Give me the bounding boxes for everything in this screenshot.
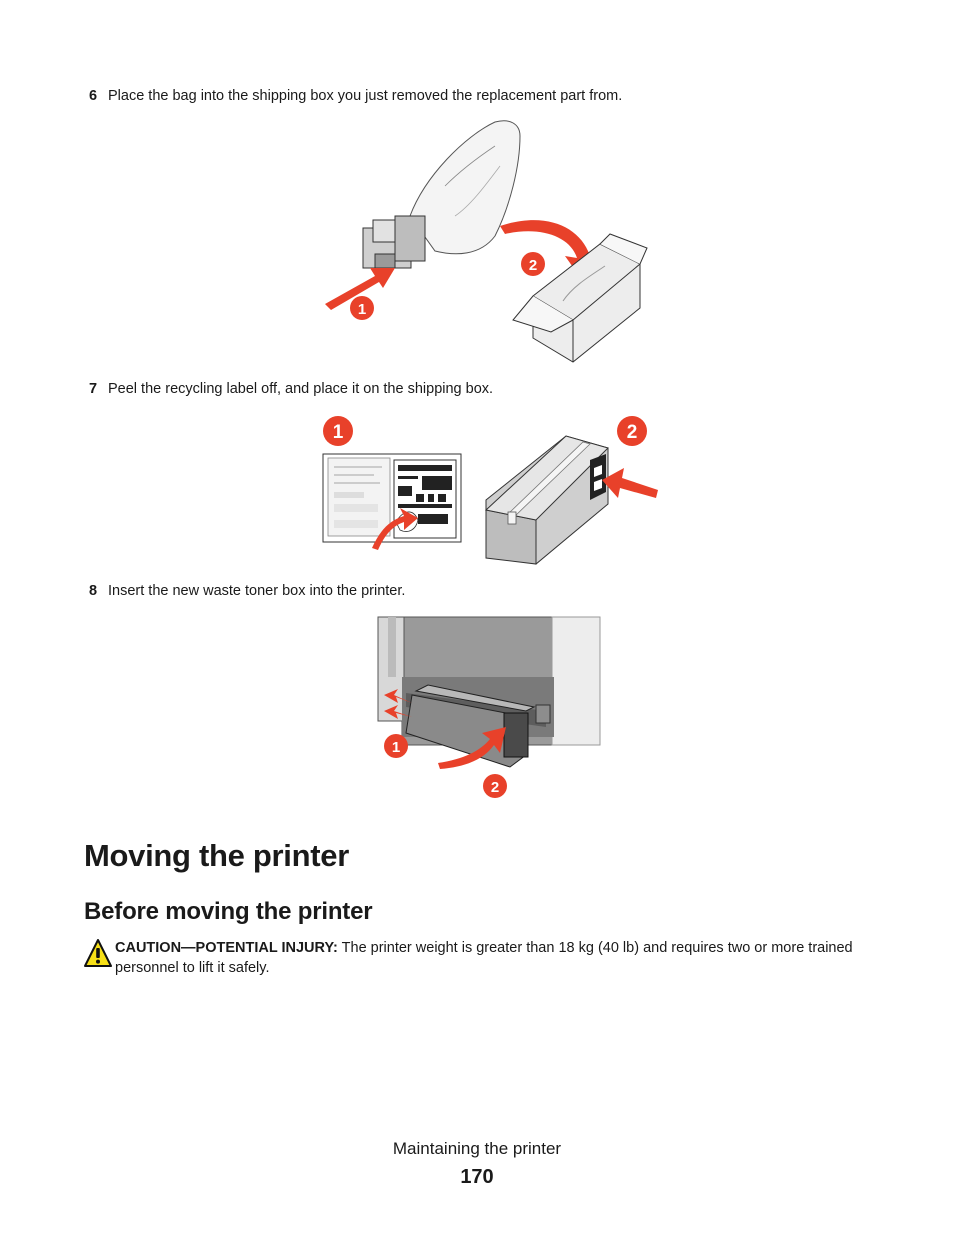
figure-recycling-label: 1 2 (318, 412, 663, 572)
waste-toner-part (362, 215, 426, 269)
waste-toner-box (405, 684, 551, 768)
plastic-bag (409, 120, 521, 255)
section-title: Moving the printer (84, 838, 349, 873)
arrow-1a (384, 689, 412, 703)
step-text: Insert the new waste toner box into the … (108, 583, 406, 599)
callout-2: 2 (529, 257, 537, 274)
caution-text: CAUTION—POTENTIAL INJURY: The printer we… (115, 938, 864, 978)
arrow-2 (438, 727, 506, 769)
step-number: 8 (89, 583, 98, 599)
shipping-box (512, 233, 648, 363)
arrow-1 (325, 268, 395, 310)
arrow-2 (602, 468, 658, 498)
step-text: Peel the recycling label off, and place … (108, 381, 494, 397)
step-6: 6 Place the bag into the shipping box you… (89, 87, 622, 105)
step-number: 6 (89, 88, 98, 104)
callout-2: 2 (627, 422, 638, 443)
step-number: 7 (89, 381, 98, 397)
figure-insert-waste-toner-box: 1 2 (376, 615, 604, 805)
warning-triangle-icon (84, 938, 112, 973)
callout-2: 2 (491, 779, 499, 796)
step-7: 7 Peel the recycling label off, and place… (89, 380, 493, 398)
arrow-1 (372, 508, 418, 550)
subsection-title: Before moving the printer (84, 898, 373, 925)
page-number: 170 (460, 1166, 494, 1188)
caution-label: CAUTION—POTENTIAL INJURY: (115, 940, 338, 956)
caution-body: The printer weight is greater than 18 kg… (115, 940, 853, 976)
step-text: Place the bag into the shipping box you … (108, 88, 623, 104)
step-8: 8 Insert the new waste toner box into the… (89, 582, 405, 600)
footer-chapter-title: Maintaining the printer (392, 1139, 562, 1158)
callout-1: 1 (358, 301, 366, 318)
figure-bag-into-box: 1 2 (315, 116, 665, 366)
recycling-label-sheet (322, 453, 462, 543)
shipping-box (484, 435, 609, 565)
callout-1: 1 (333, 422, 344, 443)
arrow-1b (384, 705, 412, 719)
callout-1: 1 (392, 739, 400, 756)
caution-note: CAUTION—POTENTIAL INJURY: The printer we… (84, 938, 864, 978)
